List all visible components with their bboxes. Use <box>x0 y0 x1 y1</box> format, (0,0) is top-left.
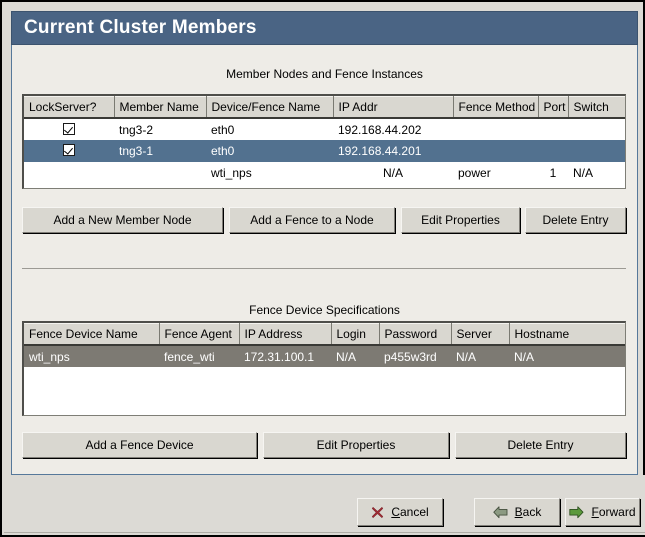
cell-password: p455w3rd <box>384 349 437 364</box>
cell-port: 1 <box>549 166 557 180</box>
table-row[interactable]: tng3-2 eth0 192.168.44.202 <box>24 118 625 140</box>
cancel-button[interactable]: Cancel <box>357 498 443 526</box>
cell-lockserver[interactable] <box>24 118 114 140</box>
member-table-header-row: LockServer? Member Name Device/Fence Nam… <box>24 96 625 119</box>
column-header-server[interactable]: Server <box>451 323 510 346</box>
cell-login: N/A <box>336 349 357 364</box>
add-fence-to-node-button[interactable]: Add a Fence to a Node <box>229 207 395 233</box>
column-header-fence-agent[interactable]: Fence Agent <box>159 323 240 346</box>
cell-fence-method: power <box>458 166 491 180</box>
cell-lockserver[interactable] <box>24 140 114 162</box>
cell-ip-addr: 192.168.44.202 <box>338 122 422 137</box>
column-header-port[interactable]: Port <box>538 96 569 119</box>
cell-device-fence-name: eth0 <box>211 122 235 137</box>
column-header-ip-addr[interactable]: IP Addr <box>333 96 454 119</box>
member-delete-entry-button[interactable]: Delete Entry <box>525 207 626 233</box>
footer-divider <box>4 532 645 533</box>
fence-delete-entry-label: Delete Entry <box>507 438 574 452</box>
dialog-footer: Cancel Back Forward <box>4 475 645 535</box>
member-edit-properties-button[interactable]: Edit Properties <box>401 207 520 233</box>
member-edit-properties-label: Edit Properties <box>421 213 500 227</box>
section-divider <box>22 268 626 269</box>
member-delete-entry-label: Delete Entry <box>542 213 609 227</box>
fence-delete-entry-button[interactable]: Delete Entry <box>455 432 626 458</box>
cancel-label: Cancel <box>391 505 429 519</box>
window-titlebar: Current Cluster Members <box>11 11 638 45</box>
column-header-lockserver[interactable]: LockServer? <box>24 96 115 119</box>
column-header-fence-method[interactable]: Fence Method <box>453 96 539 119</box>
back-label: Back <box>514 505 542 519</box>
fence-devices-table[interactable]: Fence Device Name Fence Agent IP Address… <box>22 321 626 416</box>
add-fence-device-label: Add a Fence Device <box>85 438 194 452</box>
cell-port <box>538 118 568 140</box>
lockserver-checkbox[interactable] <box>63 122 75 135</box>
table-row[interactable]: wti_nps fence_wti 172.31.100.1 N/A p455w… <box>24 345 625 367</box>
fence-section-caption: Fence Device Specifications <box>249 303 400 317</box>
table-row[interactable]: wti_nps N/A power 1 N/A <box>24 162 625 184</box>
cell-member-name: tng3-1 <box>119 144 154 158</box>
cell-server: N/A <box>456 349 477 364</box>
cell-switch: N/A <box>573 166 594 180</box>
column-header-member-name[interactable]: Member Name <box>114 96 207 119</box>
content-panel: Member Nodes and Fence Instances LockSer… <box>11 45 638 475</box>
cell-device-fence-name: wti_nps <box>211 166 252 180</box>
cell-hostname: N/A <box>514 349 535 364</box>
member-nodes-table[interactable]: LockServer? Member Name Device/Fence Nam… <box>22 94 626 189</box>
column-header-switch[interactable]: Switch <box>568 96 625 119</box>
cell-ip-addr: 192.168.44.201 <box>338 144 422 158</box>
column-header-device-fence-name[interactable]: Device/Fence Name <box>206 96 334 119</box>
add-fence-to-node-label: Add a Fence to a Node <box>250 213 374 227</box>
add-new-member-node-button[interactable]: Add a New Member Node <box>22 207 223 233</box>
fence-edit-properties-label: Edit Properties <box>316 438 396 452</box>
fence-table-header-row: Fence Device Name Fence Agent IP Address… <box>24 323 625 346</box>
cell-lockserver[interactable] <box>24 162 114 184</box>
arrow-right-icon <box>569 505 584 519</box>
table-row[interactable]: tng3-1 eth0 192.168.44.201 <box>24 140 625 162</box>
cell-member-name <box>114 162 206 184</box>
cell-fence-method <box>453 140 538 162</box>
cell-ip-address: 172.31.100.1 <box>244 349 315 364</box>
cell-fence-agent: fence_wti <box>164 349 215 364</box>
cell-switch <box>568 118 625 140</box>
column-header-password[interactable]: Password <box>379 323 452 346</box>
column-header-hostname[interactable]: Hostname <box>509 323 625 346</box>
forward-button[interactable]: Forward <box>565 498 640 526</box>
window-title: Current Cluster Members <box>24 17 257 38</box>
cell-fence-device-name: wti_nps <box>29 349 70 364</box>
cell-device-fence-name: eth0 <box>211 144 235 158</box>
column-header-fence-device-name[interactable]: Fence Device Name <box>24 323 160 346</box>
cancel-x-icon <box>371 506 384 519</box>
fence-edit-properties-button[interactable]: Edit Properties <box>263 432 449 458</box>
forward-label: Forward <box>591 505 636 519</box>
cell-fence-method <box>453 118 538 140</box>
cell-port <box>538 140 568 162</box>
column-header-login[interactable]: Login <box>331 323 380 346</box>
arrow-left-icon <box>492 505 508 519</box>
lockserver-checkbox[interactable] <box>63 144 75 156</box>
add-fence-device-button[interactable]: Add a Fence Device <box>22 432 257 458</box>
column-header-ip-address[interactable]: IP Address <box>239 323 332 346</box>
member-section-caption: Member Nodes and Fence Instances <box>226 67 423 81</box>
add-new-member-node-label: Add a New Member Node <box>53 213 192 227</box>
cell-member-name: tng3-2 <box>119 122 154 137</box>
back-button[interactable]: Back <box>474 498 560 526</box>
cell-switch <box>568 140 625 162</box>
cell-ip-addr: N/A <box>382 166 403 180</box>
